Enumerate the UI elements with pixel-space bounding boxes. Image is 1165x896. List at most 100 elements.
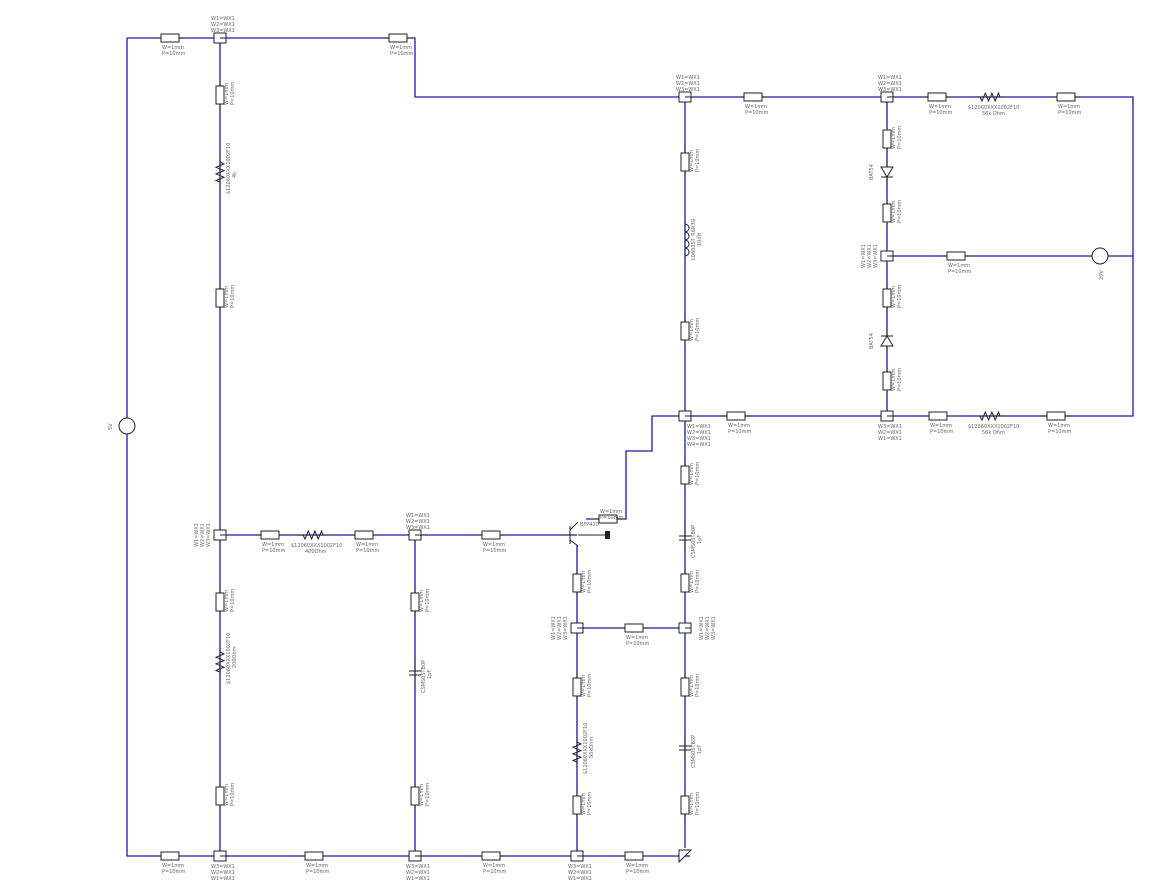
label-text: W=1mm (483, 863, 505, 869)
label-text: W1=WX1 (878, 75, 902, 81)
label-text: W3=WX1 (406, 864, 430, 870)
label-text: W=1mm (162, 45, 184, 51)
wire (586, 415, 685, 520)
label-text: W2=WX1 (211, 22, 235, 28)
label-text: P=10mm (695, 462, 701, 485)
label-text: W=1mm (1058, 104, 1080, 110)
wire (126, 38, 690, 857)
diode-icon (880, 335, 894, 347)
resistor-symbol (571, 736, 583, 768)
label-text: W1=WX1 (676, 75, 700, 81)
bend-body (678, 849, 693, 864)
tline-body (598, 514, 618, 524)
label-text: P=10mm (230, 285, 236, 308)
label-text: P=10mm (728, 429, 751, 435)
label-text: W=1mm (356, 542, 378, 548)
label-text: W1=WX1 (194, 523, 200, 547)
tline-body (410, 786, 420, 806)
label-text: W=1mm (948, 263, 970, 269)
label-text: W=1mm (600, 509, 622, 515)
tline-body (215, 85, 225, 105)
label-text: P=10mm (483, 869, 506, 875)
diode-icon (880, 166, 894, 178)
label-text: 56k Ohm (982, 430, 1005, 436)
label-text: W=1mm (581, 571, 587, 593)
label-text: W=1mm (689, 793, 695, 815)
tline-body (1046, 411, 1066, 421)
label-text: P=10mm (930, 429, 953, 435)
tline-body (624, 623, 644, 633)
label-text: P=10mm (390, 51, 413, 57)
tline-body (928, 411, 948, 421)
label-text: 20V (1099, 270, 1105, 280)
tline-body (572, 677, 582, 697)
label-text: W2=WX1 (878, 430, 902, 436)
tline-body (680, 321, 690, 341)
label-text: P=10mm (230, 82, 236, 105)
label-text: P=10mm (626, 641, 649, 647)
label-text: P=10mm (306, 869, 329, 875)
tline-body (680, 465, 690, 485)
label-text: 1pF (697, 535, 703, 544)
label-text: CSMS0STB0P (421, 660, 427, 693)
label-text: P=10mm (897, 126, 903, 149)
label-text: P=10mm (587, 674, 593, 697)
label-text: P=10mm (897, 285, 903, 308)
label-text: L0603ST_R6R3G (691, 218, 697, 260)
label-text: W1=WX1 (687, 424, 711, 430)
label-text: W3=WX1 (687, 436, 711, 442)
label-text: CSMS0STB0P (691, 525, 697, 558)
source-sign: · (125, 424, 127, 430)
tline-body (215, 592, 225, 612)
label-text: W=1mm (929, 104, 951, 110)
label-text: W1=WX1 (878, 436, 902, 442)
label-text: 4k (232, 172, 238, 178)
label-text: W3=WX1 (406, 525, 430, 531)
tline-body (572, 573, 582, 593)
label-text: W=1mm (728, 423, 750, 429)
label-text: $12060XXX1002F10 (226, 633, 232, 684)
resistor-symbol (297, 529, 329, 541)
label-text: W3=WX1 (211, 864, 235, 870)
label-text: W=1mm (689, 571, 695, 593)
label-text: W2=WX1 (878, 81, 902, 87)
label-text: P=10mm (695, 318, 701, 341)
label-text: P=10mm (425, 589, 431, 612)
label-text: W=1mm (689, 463, 695, 485)
label-text: P=10mm (356, 548, 379, 554)
label-text: 200Ohm (232, 646, 238, 668)
label-text: 56k Ohm (982, 111, 1005, 117)
label-text: BAT54 (869, 333, 875, 349)
label-text: W2=WX1 (568, 870, 592, 876)
label-text: W=1mm (689, 150, 695, 172)
label-text: W=1mm (581, 793, 587, 815)
tline-body (410, 592, 420, 612)
tline-body (304, 851, 324, 861)
wire (127, 37, 1134, 417)
label-text: P=10mm (587, 792, 593, 815)
source-sign: · (1098, 254, 1100, 260)
label-text: P=10mm (1048, 429, 1071, 435)
label-text: CSMS0STB0P (691, 735, 697, 768)
label-text: W3=WX1 (568, 864, 592, 870)
label-text: P=10mm (695, 149, 701, 172)
label-text: P=10mm (1058, 110, 1081, 116)
label-text: W3=WX1 (711, 616, 717, 640)
